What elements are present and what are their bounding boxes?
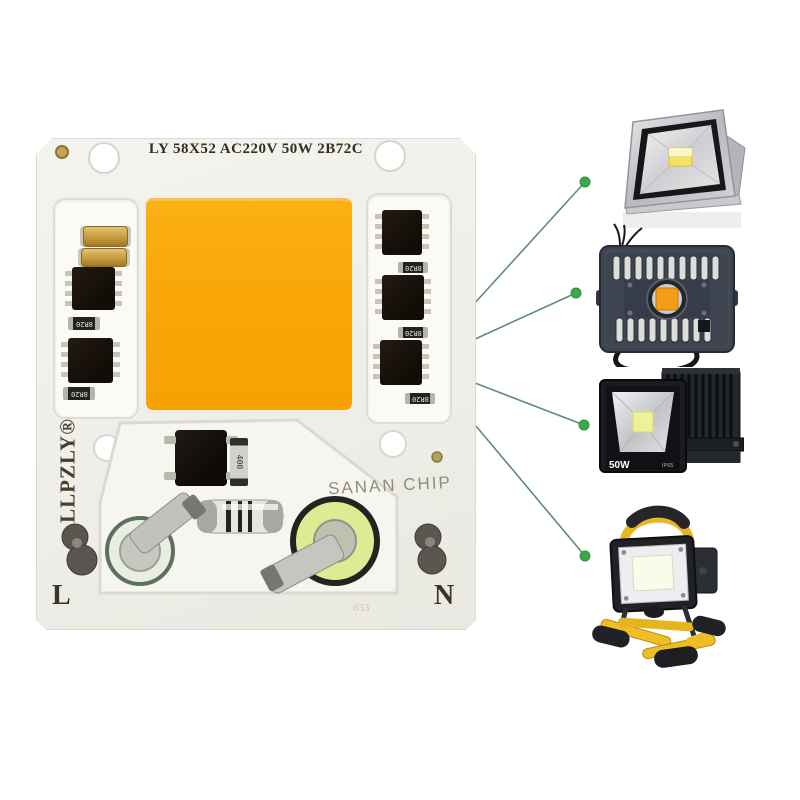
smd-resistor: 8R20	[398, 327, 428, 338]
terminal-l-label: L	[52, 580, 71, 611]
rubber-feet	[592, 615, 726, 668]
driver-ic	[61, 338, 120, 383]
floodlight-front-view: 50W IP65	[599, 379, 687, 473]
light-head	[609, 535, 698, 613]
connector-line-1	[472, 181, 586, 306]
connector-dot-2	[570, 287, 582, 299]
board-spec-text: LY 58X52 AC220V 50W 2B72C	[148, 141, 364, 157]
smd-resistor: 8R20	[68, 317, 100, 330]
capacitor	[81, 248, 127, 267]
portable-floodlight-image	[592, 505, 726, 668]
driver-panel-left: 8R20 8R20	[53, 198, 139, 419]
cob-reflector-assembly	[624, 278, 710, 320]
connector-line-2	[472, 292, 577, 341]
terminal-pad-right	[260, 496, 380, 594]
terminal-n-label: N	[434, 580, 455, 611]
solder-blob-left	[61, 523, 98, 576]
tilt-knob	[644, 606, 664, 618]
faint-serial-text: 633	[353, 602, 370, 614]
resistor-marking: 8R20	[404, 264, 422, 272]
mount-hole-top-left	[88, 142, 120, 174]
resistor-marking: 8R20	[70, 390, 88, 398]
floodlight-reflection	[623, 212, 741, 228]
smd-resistor: 8R20	[405, 393, 435, 404]
resistor-marking: 8R20	[411, 395, 429, 403]
connector-dot-3	[578, 419, 590, 431]
connector-line-3	[474, 382, 585, 426]
driver-panel-right: 8R20 8R20 8R20	[366, 193, 452, 424]
fiducial-dot-top	[55, 145, 69, 159]
connector-dot-1	[579, 176, 591, 188]
led-chip	[655, 287, 679, 311]
board-artwork	[55, 140, 447, 595]
mount-hole-mid-right	[379, 430, 407, 458]
handle-frame	[619, 513, 695, 549]
mount-hole-top-right	[374, 140, 406, 172]
top-vent-slots	[612, 255, 720, 281]
dark-grill-floodlight-image	[596, 223, 738, 367]
brand-text: LLPZLY®	[55, 418, 80, 523]
power-wires	[613, 223, 643, 247]
power-cable	[613, 346, 700, 367]
handle-grip	[626, 505, 690, 529]
smd-resistor: 8R20	[63, 387, 95, 400]
driver-ic	[373, 340, 429, 385]
bottom-vent-slots	[615, 317, 712, 343]
resistor-marking: 8R20	[404, 329, 422, 337]
led-cob-module-board: LY 58X52 AC220V 50W 2B72C LLPZLY® SANAN …	[36, 138, 476, 630]
terminal-pad-left	[105, 492, 206, 586]
smd-component-400: 400	[230, 438, 248, 486]
led-chip	[632, 411, 654, 433]
silver-floodlight-image	[623, 109, 746, 228]
fiducial-dot-bottom	[431, 451, 443, 463]
bridge-rectifier	[164, 430, 238, 486]
resistor-marking: 8R20	[75, 320, 93, 328]
smd-resistor: 8R20	[398, 262, 428, 273]
driver-ic	[65, 267, 122, 310]
power-label: 50W	[609, 460, 630, 471]
driver-ic	[375, 275, 431, 320]
capacitor	[83, 226, 128, 247]
melf-resistor	[196, 499, 284, 534]
led-chip	[631, 554, 675, 592]
ip-rating-label: IP65	[662, 463, 673, 469]
cob-led-emitter	[146, 198, 352, 410]
component-marking: 400	[234, 454, 244, 470]
connector-dot-4	[579, 550, 591, 562]
connector-line-4	[475, 425, 586, 557]
slim-black-floodlight-image: 50W IP65	[599, 368, 744, 473]
driver-ic	[375, 210, 429, 255]
solder-blob-right	[414, 523, 447, 575]
